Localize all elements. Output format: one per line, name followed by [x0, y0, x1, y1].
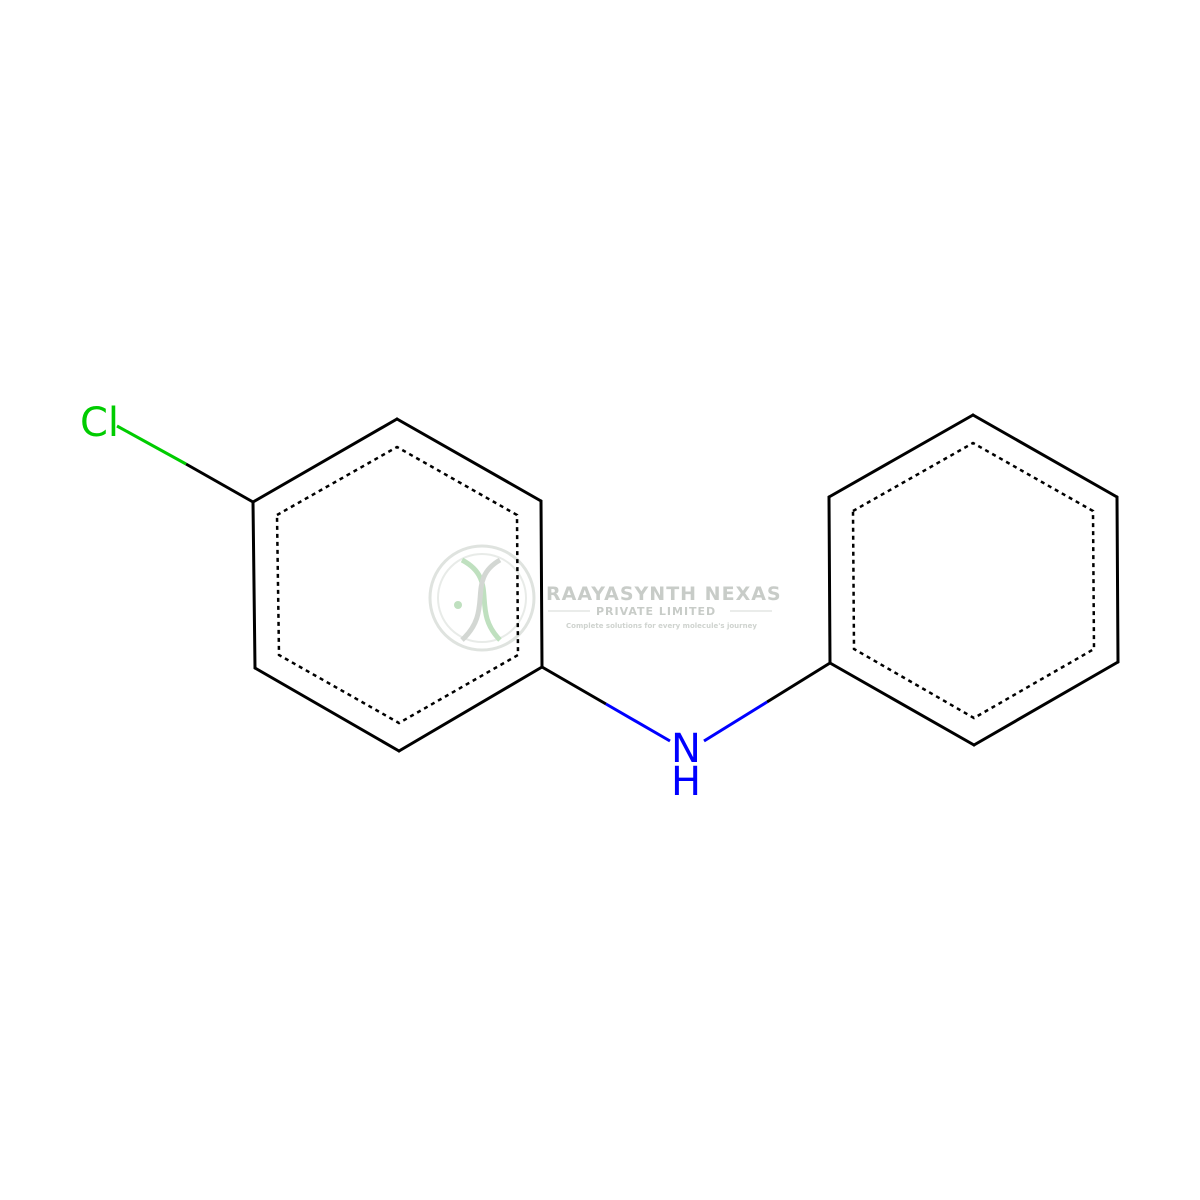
aromatic-ring-right [851, 441, 1096, 720]
watermark-logo-icon [428, 544, 536, 652]
watermark-company-name: RAAYASYNTH NEXAS [546, 583, 782, 605]
watermark-tagline: Complete solutions for every molecule's … [566, 622, 757, 630]
aromatic-ring-left [275, 445, 520, 725]
watermark: RAAYASYNTH NEXAS PRIVATE LIMITED Complet… [428, 544, 782, 652]
c-n-bonds [541, 661, 831, 743]
nitrogen-atom-label: N [671, 726, 701, 772]
c-cl-bond [116, 424, 254, 504]
chlorine-atom-label: Cl [80, 400, 119, 446]
watermark-subtitle: PRIVATE LIMITED [596, 605, 716, 618]
nitrogen-hydrogen-label: H [671, 759, 701, 805]
chlorophenyl-ring [251, 417, 544, 753]
phenyl-ring [827, 413, 1120, 747]
